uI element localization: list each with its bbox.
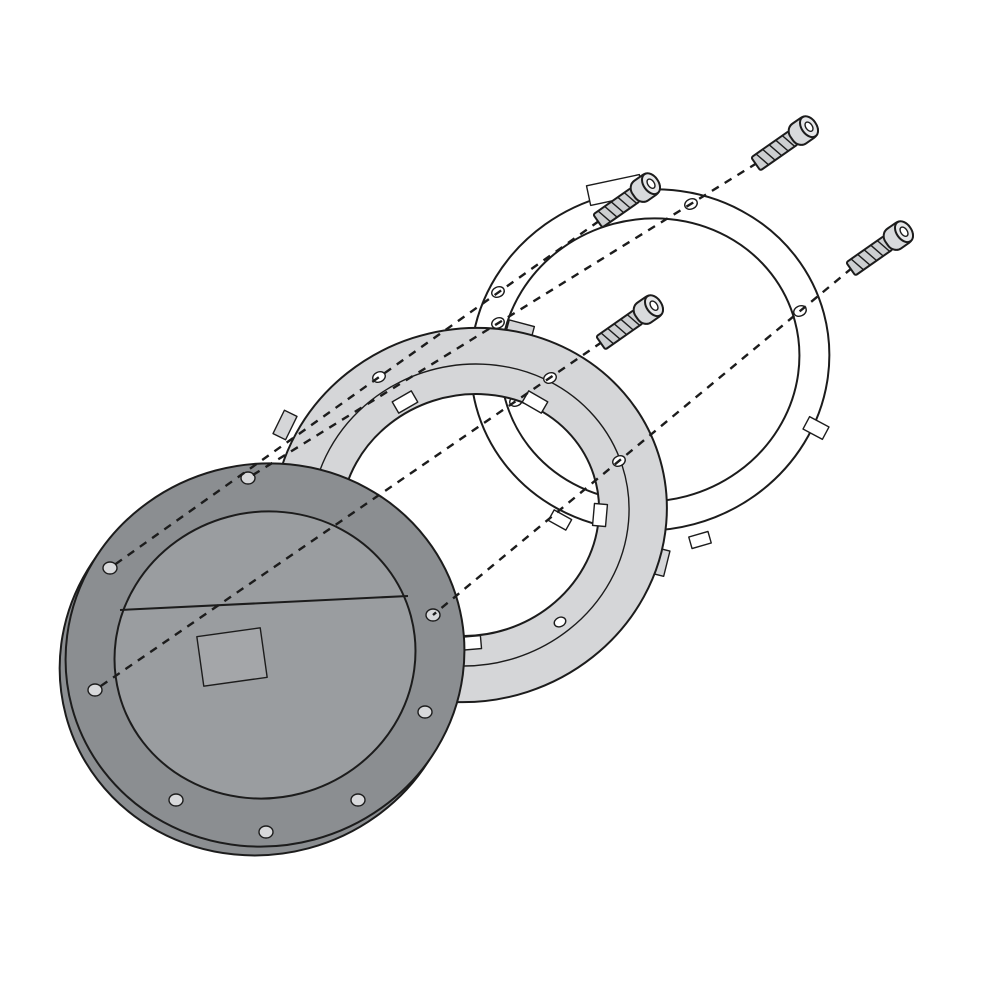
adapter-ring-notch	[391, 390, 419, 414]
fixing-screw-4	[842, 216, 919, 280]
base-plate-rim-hole	[350, 793, 366, 807]
fuel-cap-base-plate	[58, 462, 466, 857]
base-plate-cap-seam	[119, 595, 409, 611]
assembly-dashed-line	[109, 220, 600, 569]
fixing-screw-3	[592, 290, 669, 354]
fixing-screw-2	[747, 111, 824, 175]
metal-ring-tab	[802, 415, 830, 441]
assembly-dashed-line	[432, 267, 853, 616]
assembly-dashed-line	[247, 161, 758, 480]
base-plate-rim-hole	[240, 471, 256, 485]
assembly-dashed-line	[94, 341, 603, 691]
base-plate-rim-hole	[87, 683, 103, 697]
assembly-axis-lines	[94, 161, 853, 691]
metal-mounting-ring	[469, 173, 831, 550]
metal-ring-tab	[547, 509, 573, 531]
base-plate-rim-hole	[417, 705, 433, 719]
adapter-ring-tab	[272, 409, 298, 441]
adapter-ring-notch	[521, 390, 549, 414]
metal-ring-tab	[688, 530, 712, 550]
base-plate-rim-hole	[168, 793, 184, 807]
adapter-ring-screw-hole	[553, 616, 567, 628]
adapter-ring-notch	[591, 502, 609, 528]
base-plate-rim-hole	[258, 825, 274, 839]
base-plate-cap-face	[113, 510, 417, 800]
base-plate-latch	[196, 627, 268, 687]
base-plate-rim-hole	[102, 561, 118, 575]
